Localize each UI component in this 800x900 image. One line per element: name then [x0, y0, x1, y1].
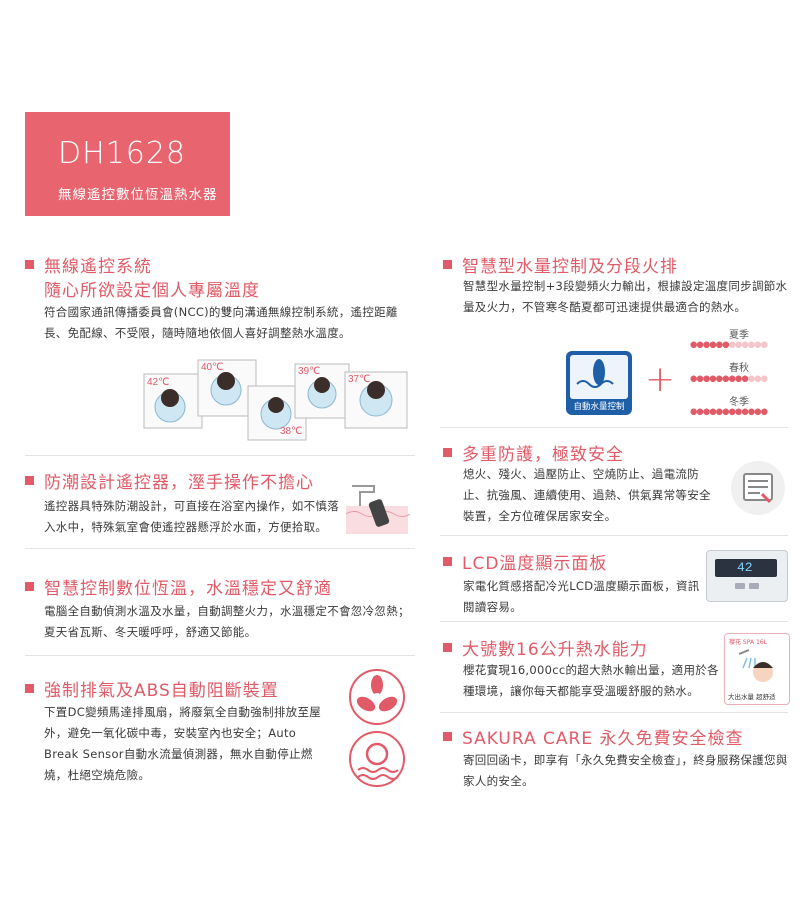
divider	[440, 621, 788, 622]
bullet-square-icon	[25, 684, 34, 693]
wireless-body: 符合國家通訊傳播委員會(NCC)的雙向溝通無線控制系統，遙控距離長、免配線、不受…	[44, 305, 398, 340]
temp-label: 40℃	[201, 362, 223, 373]
capacity-body: 櫻花實現16,000cc的超大熱水輸出量，適用於各種環境，讓你每天都能享受溫暖舒…	[463, 663, 719, 698]
water-control-title: 智慧型水量控制及分段火排	[462, 257, 678, 277]
safety-body: 熄火、殘火、過壓防止、空燒防止、過電流防止、抗強風、連續使用、過熱、供氣異常等安…	[463, 467, 711, 523]
wireless-title: 無線遙控系統	[44, 257, 152, 277]
auto-water-control-icon	[566, 351, 632, 415]
divider	[25, 455, 415, 456]
capacity-tag: 櫻花 SPA 16L	[729, 639, 767, 646]
bullet-square-icon	[25, 582, 34, 591]
model-number: DH1628	[58, 136, 187, 171]
bullet-square-icon	[443, 448, 452, 457]
lcd-panel: 42	[706, 550, 788, 602]
lcd-button	[749, 583, 759, 589]
temp-label: 37℃	[348, 374, 370, 385]
lcd-title: LCD溫度顯示面板	[462, 554, 608, 574]
season-winter: 冬季	[729, 397, 749, 408]
water-control-heading: 智慧型水量控制及分段火排	[443, 252, 678, 277]
flame-row-summer: ●●●●●●●●●●●●	[690, 340, 768, 350]
temp-label: 42℃	[147, 377, 169, 388]
bullet-square-icon	[25, 476, 34, 485]
bullet-square-icon	[443, 557, 452, 566]
smart-temp-heading: 智慧控制數位恆溫，水溫穩定又舒適	[25, 574, 332, 599]
season-summer: 夏季	[729, 330, 749, 341]
capacity-title: 大號數16公升熱水能力	[462, 640, 648, 660]
care-heading: SAKURA CARE 永久免費安全檢查	[443, 724, 743, 749]
capacity-heading: 大號數16公升熱水能力	[443, 635, 648, 660]
care-body: 寄回回函卡，即享有「永久免費安全檢查」，終身服務保護您與家人的安全。	[463, 753, 788, 788]
wireless-heading: 無線遙控系統	[25, 252, 152, 277]
exhaust-body: 下置DC變頻馬達排風扇，將廢氣全自動強制排放至屋外，避免一氧化碳中毒，安裝室內也…	[44, 705, 322, 782]
safety-document-icon	[731, 461, 785, 515]
family-illustration: 42℃ 40℃ 39℃ 37℃ 38℃	[143, 359, 408, 441]
bullet-square-icon	[443, 643, 452, 652]
divider	[25, 548, 415, 549]
bullet-square-icon	[443, 260, 452, 269]
capacity-caption: 大出水量 超舒适	[728, 693, 776, 701]
safety-heading: 多重防護，極致安全	[443, 440, 624, 465]
smart-temp-title: 智慧控制數位恆溫，水溫穩定又舒適	[44, 579, 332, 599]
bullet-square-icon	[443, 732, 452, 741]
title-banner	[25, 112, 230, 216]
plus-icon: +	[645, 359, 676, 400]
model-subtitle: 無線遙控數位恆溫熱水器	[58, 187, 218, 203]
waterproof-heading: 防潮設計遙控器，溼手操作不擔心	[25, 468, 314, 493]
flame-row-spring-autumn: ●●●●●●●●●●●●	[690, 374, 768, 384]
auto-water-badge: 自動水量控制	[573, 402, 625, 412]
divider	[440, 427, 788, 428]
lcd-body: 家電化質感搭配冷光LCD溫度顯示面板，資訊閱讀容易。	[463, 579, 700, 614]
divider	[25, 655, 415, 656]
lcd-button	[735, 583, 745, 589]
exhaust-heading: 強制排氣及ABS自動阻斷裝置	[25, 676, 279, 701]
divider	[440, 712, 788, 713]
waterproof-body: 遙控器具特殊防潮設計，可直接在浴室內操作，如不慎落入水中，特殊氣室會使遙控器懸浮…	[44, 499, 339, 534]
care-title: SAKURA CARE 永久免費安全檢查	[462, 729, 744, 749]
waterproof-title: 防潮設計遙控器，溼手操作不擔心	[44, 473, 314, 493]
exhaust-title: 強制排氣及ABS自動阻斷裝置	[44, 681, 279, 701]
water-control-body: 智慧型水量控制+3段變頻火力輸出，根據設定溫度同步調節水量及火力，不管寒冬酷夏都…	[463, 279, 788, 314]
flame-row-winter: ●●●●●●●●●●●●	[690, 407, 768, 417]
smart-temp-body: 電腦全自動偵測水溫及水量，自動調整火力，水溫穩定不會忽冷忽熱；夏天省瓦斯、冬天暖…	[44, 604, 410, 639]
shower-person-icon	[738, 649, 773, 682]
remote-in-water-icon	[345, 485, 410, 534]
wireless-subtitle: 隨心所欲設定個人專屬溫度	[44, 281, 260, 301]
water-sensor-icon	[349, 731, 405, 787]
lcd-screen	[715, 559, 777, 577]
lcd-heading: LCD溫度顯示面板	[443, 549, 607, 574]
bullet-square-icon	[25, 260, 34, 269]
temp-label: 38℃	[280, 426, 302, 437]
divider	[440, 535, 788, 536]
safety-title: 多重防護，極致安全	[462, 445, 624, 465]
season-spring-autumn: 春秋	[729, 363, 749, 374]
temp-label: 39℃	[298, 366, 320, 377]
fan-icon	[349, 669, 405, 725]
capacity-illustration: 櫻花 SPA 16L 大出水量 超舒适	[724, 633, 790, 705]
lcd-value: 42	[737, 560, 753, 575]
